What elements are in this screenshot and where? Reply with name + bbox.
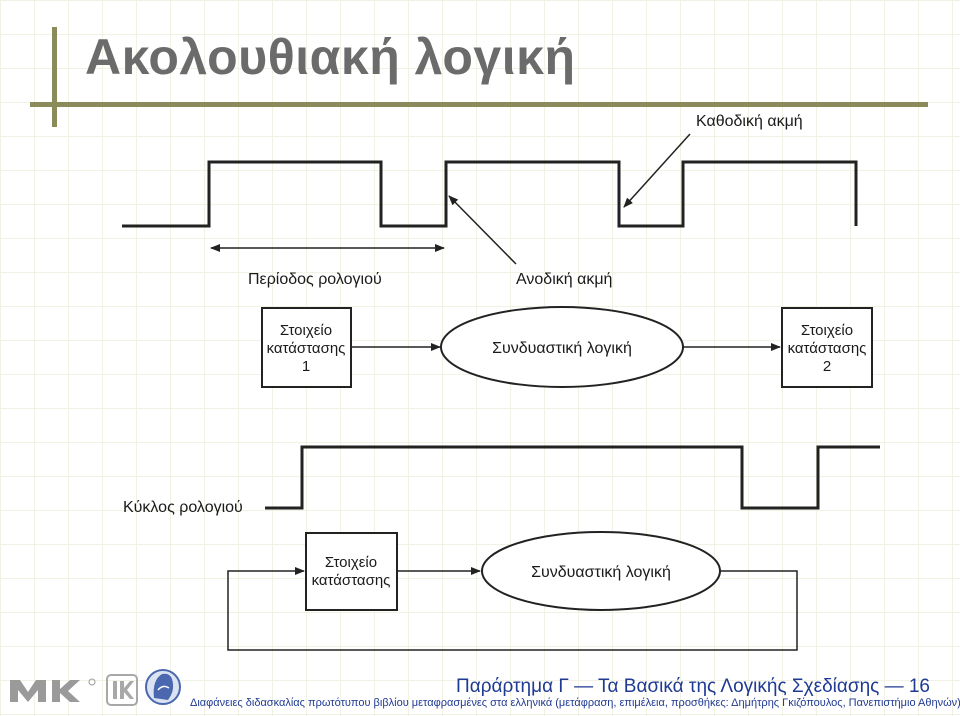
rising-edge-label: Ανοδική ακμή xyxy=(516,271,612,288)
state-element-2-line-2: κατάστασης xyxy=(788,340,867,357)
clock-waveform-bottom xyxy=(265,445,880,510)
slide-title: Ακολουθιακή λογική xyxy=(85,29,576,85)
clock-waveform-top xyxy=(122,160,858,228)
clock-cycle-label: Κύκλος ρολογιού xyxy=(123,499,243,516)
falling-edge-arrow xyxy=(623,133,691,208)
rising-edge-arrow xyxy=(448,195,517,265)
state-element-1-line-1: Στοιχείο xyxy=(280,322,332,339)
footer-note: Διαφάνειες διδασκαλίας πρωτότυπου βιβλίο… xyxy=(190,697,960,709)
athena-head-icon xyxy=(145,669,181,705)
combinational-logic-label: Συνδυαστική λογική xyxy=(492,340,632,357)
state-element-2-line-1: Στοιχείο xyxy=(801,322,853,339)
state-element-line-1: Στοιχείο xyxy=(325,554,377,571)
state-element-1-line-2: κατάστασης xyxy=(267,340,346,357)
feedback-loop xyxy=(227,567,798,651)
title-accent-vertical-bar xyxy=(52,27,57,127)
falling-edge-label: Καθοδική ακμή xyxy=(696,113,803,130)
combinational-logic-label-2: Συνδυαστική λογική xyxy=(531,564,671,581)
state-element-1-box xyxy=(261,307,352,388)
state-element-2-box xyxy=(781,307,873,388)
mk-logo-icon xyxy=(10,678,96,702)
state-element-2-line-3: 2 xyxy=(823,358,831,375)
footer-title: Παράρτημα Γ — Τα Βασικά της Λογικής Σχεδ… xyxy=(456,676,930,697)
ik-logo-icon xyxy=(106,674,138,706)
state-element-1-line-3: 1 xyxy=(302,358,310,375)
title-accent-horizontal-bar xyxy=(30,102,928,107)
clock-period-label: Περίοδος ρολογιού xyxy=(248,271,382,288)
state-element-line-2: κατάστασης xyxy=(312,572,391,589)
